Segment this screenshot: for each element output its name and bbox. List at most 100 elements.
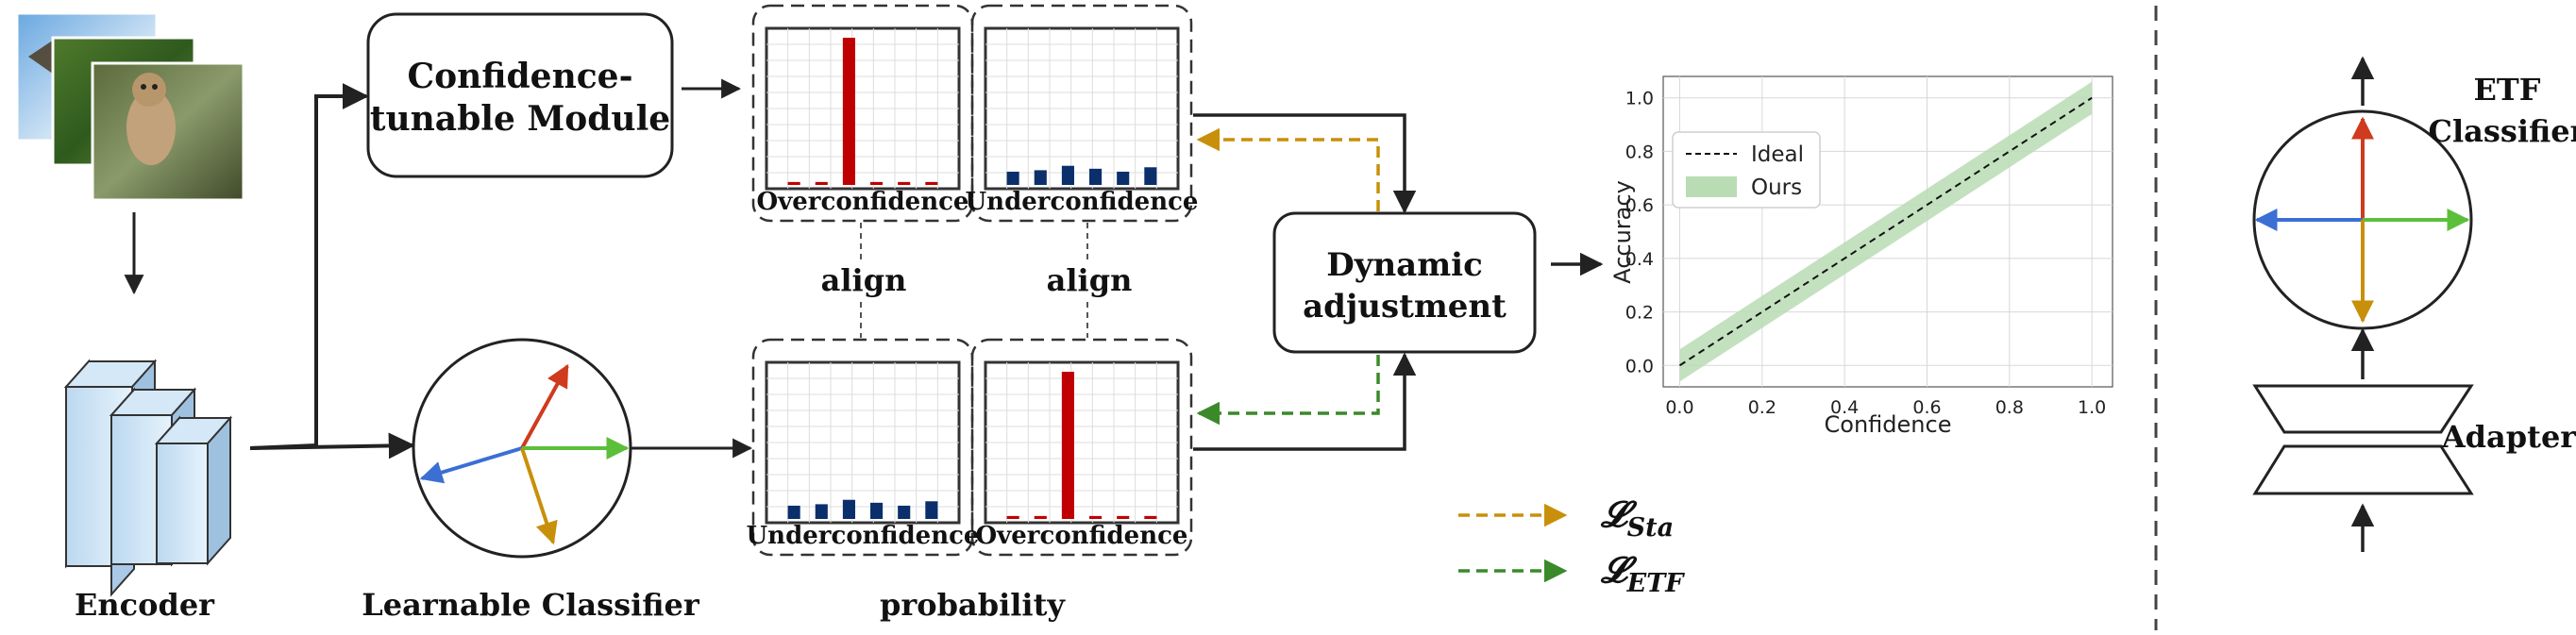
- chart-y-tick-label: 0.4: [1625, 249, 1654, 270]
- series-ours-band: [1679, 81, 2093, 382]
- chart-y-tick-label: 0.8: [1625, 142, 1654, 162]
- chart-y-tick-label: 0.2: [1625, 303, 1654, 324]
- confidence-module-line-2: tunable Module: [370, 99, 670, 139]
- encoder-output-arrows: [249, 83, 415, 460]
- confidence-tunable-module: Confidence- tunable Module: [366, 12, 674, 178]
- dynamic-adjustment-line-1: Dynamic: [1326, 246, 1483, 284]
- histogram-bar: [1144, 515, 1157, 519]
- chart-y-tick-label: 1.0: [1625, 89, 1654, 109]
- arrow-to-dynamic-top: [1193, 113, 1417, 214]
- probability-label: probability: [880, 587, 1066, 623]
- legend-ours-label: Ours: [1751, 175, 1802, 200]
- histogram-bar: [1061, 372, 1074, 519]
- histogram-bar: [898, 505, 911, 519]
- encoder-label: Encoder: [75, 587, 215, 623]
- histogram-bar: [1089, 515, 1103, 519]
- chart-legend: Ideal Ours: [1672, 131, 1821, 209]
- histogram-group-bottom: Underconfidence Overconfidence: [747, 338, 1193, 557]
- histogram-bar: [1034, 170, 1047, 185]
- histogram-bar: [815, 181, 828, 185]
- histogram-bar: [815, 504, 828, 519]
- align-connectors: align align: [821, 223, 1133, 338]
- histogram-bar: [787, 505, 800, 519]
- align-label-right: align: [1047, 262, 1133, 298]
- histogram-bar: [925, 501, 938, 519]
- histogram-bar: [842, 38, 855, 185]
- histogram-top-overconfidence: [765, 26, 961, 191]
- chart-y-tick-label: 0.6: [1625, 195, 1654, 216]
- histogram-frame-bottom-left: [751, 338, 974, 557]
- loss-sta-label: 𝓛Sta: [1600, 493, 1674, 543]
- confidence-module-line-1: Confidence-: [407, 57, 632, 96]
- chart-y-tick-label: 0.0: [1625, 356, 1654, 376]
- label-top-underconfidence: Underconfidence: [966, 188, 1199, 216]
- encoder-slab-3: [154, 415, 233, 566]
- label-bottom-overconfidence: Overconfidence: [976, 522, 1188, 550]
- histogram-bar: [1006, 171, 1019, 185]
- dynamic-adjustment-line-2: adjustment: [1303, 288, 1507, 326]
- reliability-chart: 0.0 0.2 0.4 0.6 0.8 1.0 0.0 0.2 0.4 0.6 0.8 1.0 Co…: [1609, 75, 2113, 438]
- histogram-bar: [1144, 167, 1157, 185]
- chart-y-ticks: 0.0 0.2 0.4 0.6 0.8 1.0: [1625, 89, 1654, 377]
- histogram-bar: [1061, 165, 1074, 185]
- chart-x-tick-label: 0.0: [1665, 397, 1693, 418]
- histogram-bar: [870, 502, 884, 519]
- adapter-block: Adapter: [2252, 384, 2576, 495]
- learnable-classifier: [412, 338, 632, 559]
- histogram-bar: [1006, 515, 1019, 519]
- chart-x-tick-label: 0.8: [1995, 397, 2024, 418]
- etf-label-line-2: Classifier: [2428, 113, 2576, 149]
- chart-x-tick-label: 0.2: [1748, 397, 1776, 418]
- series-ideal-line: [1678, 96, 2093, 367]
- chart-y-axis-label: Accuracy: [1609, 180, 1636, 284]
- dynamic-adjustment-box: Dynamic adjustment: [1272, 211, 1537, 354]
- adapter-lower: [2252, 444, 2474, 495]
- etf-label-line-1: ETF: [2474, 72, 2541, 108]
- loss-legend: 𝓛Sta 𝓛ETF: [1458, 493, 1685, 598]
- histogram-bar: [870, 181, 884, 185]
- histogram-bar: [1117, 515, 1130, 519]
- align-label-left: align: [821, 262, 907, 298]
- label-top-overconfidence: Overconfidence: [757, 188, 969, 216]
- sta-feedback-arrow: [1196, 127, 1380, 211]
- loss-sta-subscript: Sta: [1627, 513, 1674, 543]
- histogram-bottom-overconfidence: [984, 360, 1180, 525]
- arrow-to-dynamic-bottom: [1193, 352, 1417, 451]
- encoder-block: [63, 359, 233, 597]
- learnable-classifier-label: Learnable Classifier: [362, 587, 700, 623]
- loss-etf-subscript: ETF: [1626, 569, 1686, 598]
- input-images: [15, 11, 245, 202]
- histogram-frame-bottom-right: [970, 338, 1193, 557]
- histogram-bar: [1089, 168, 1103, 185]
- chart-x-tick-label: 1.0: [2078, 397, 2106, 418]
- chart-x-tick-label: 0.4: [1830, 397, 1859, 418]
- classifier-vector-red: [520, 363, 569, 449]
- histogram-bar: [1117, 171, 1130, 185]
- adapter-upper: [2252, 384, 2474, 434]
- legend-ideal-label: Ideal: [1751, 142, 1804, 167]
- label-bottom-underconfidence: Underconfidence: [747, 522, 980, 550]
- histogram-frame-top-left: [751, 4, 974, 223]
- histogram-bottom-underconfidence: [765, 360, 961, 525]
- histogram-bar: [842, 499, 855, 519]
- classifier-vector-gold: [520, 447, 558, 545]
- chart-x-axis-label: Confidence: [1825, 411, 1952, 438]
- adapter-label: Adapter: [2441, 419, 2576, 455]
- histogram-bar: [787, 181, 800, 185]
- etf-classifier: ETF Classifier: [2252, 56, 2576, 330]
- histogram-bar: [925, 181, 938, 185]
- legend-ours-swatch: [1686, 176, 1737, 197]
- histogram-bar: [1034, 515, 1047, 519]
- histogram-group-top: Overconfidence Underconfidence: [751, 4, 1199, 223]
- histogram-top-underconfidence: [984, 26, 1180, 191]
- chart-x-tick-label: 0.6: [1912, 397, 1941, 418]
- histogram-bar: [898, 181, 911, 185]
- classifier-vector-blue: [419, 446, 523, 484]
- histogram-frame-top-right: [970, 4, 1193, 223]
- etf-feedback-arrow: [1196, 355, 1380, 426]
- feedback-arrows: [1193, 113, 1604, 451]
- chart-x-ticks: 0.0 0.2 0.4 0.6 0.8 1.0: [1665, 397, 2106, 418]
- loss-etf-label: 𝓛ETF: [1600, 548, 1685, 598]
